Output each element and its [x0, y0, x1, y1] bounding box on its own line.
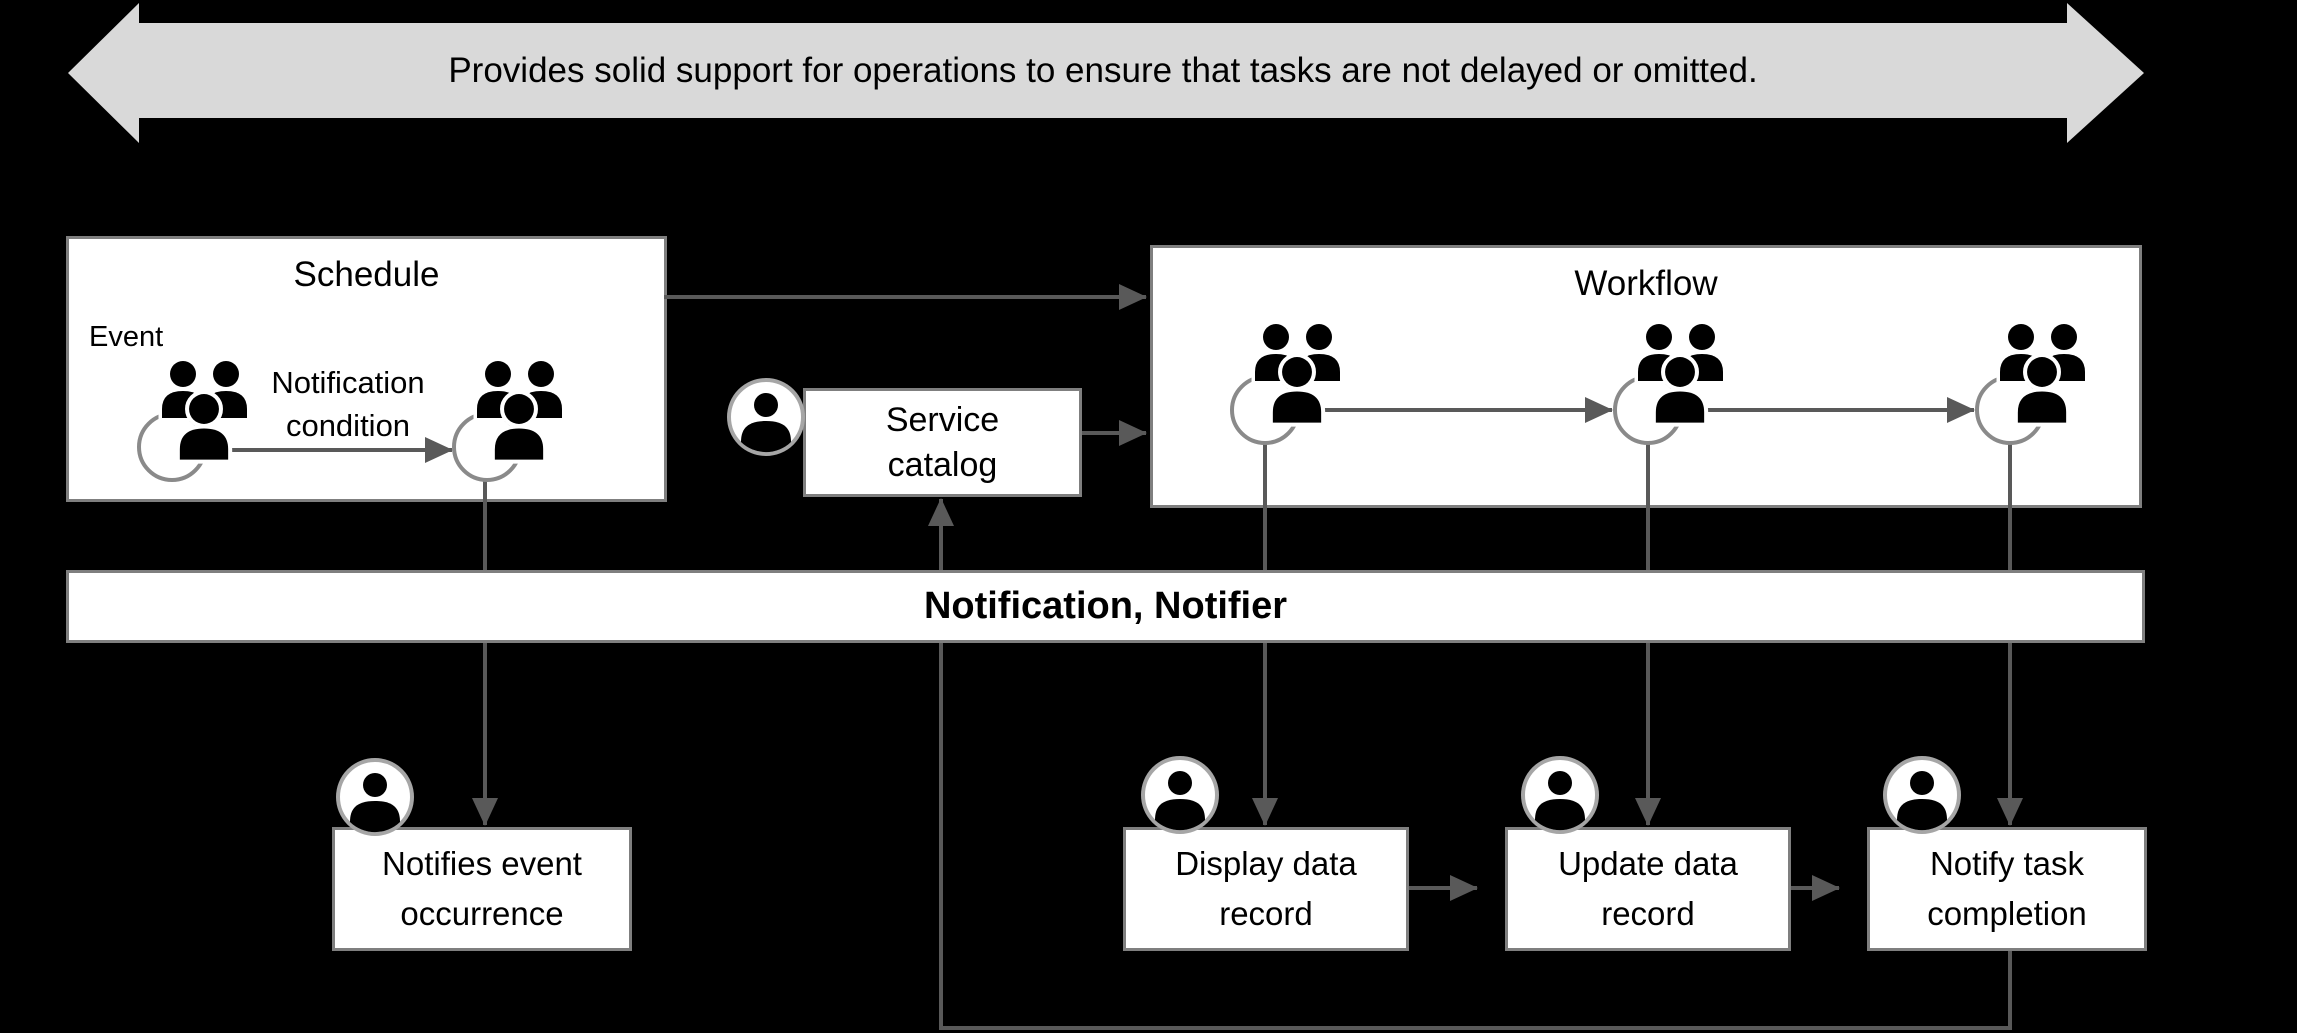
notification-bar-label: Notification, Notifier	[923, 585, 1288, 627]
notify-task-completion-box: Notify task completion	[1867, 827, 2147, 951]
update-data-line1: Update data	[1558, 845, 1738, 882]
update-data-person-icon	[1521, 756, 1599, 834]
event-label: Event	[89, 321, 164, 353]
notify-task-line2: completion	[1927, 895, 2087, 932]
service-catalog-person-icon	[727, 378, 805, 456]
notifies-event-occurrence-box: Notifies event occurrence	[332, 827, 632, 951]
notification-condition-line1: Notification	[271, 365, 425, 400]
notify-task-person-icon	[1883, 756, 1961, 834]
schedule-box: Schedule Event Notification condition	[66, 236, 667, 502]
update-data-record-box: Update data record	[1505, 827, 1791, 951]
notifies-event-line1: Notifies event	[382, 845, 582, 882]
display-data-line2: record	[1219, 895, 1313, 932]
service-catalog-box: Service catalog	[803, 388, 1082, 497]
workflow-title: Workflow	[1574, 264, 1718, 303]
notifies-event-person-icon	[336, 758, 414, 836]
display-data-record-box: Display data record	[1123, 827, 1409, 951]
notify-task-line1: Notify task	[1929, 845, 2085, 882]
service-catalog-line2: catalog	[887, 445, 998, 484]
workflow-box: Workflow	[1150, 245, 2142, 508]
notification-bar: Notification, Notifier	[66, 570, 2145, 643]
display-data-line1: Display data	[1175, 845, 1357, 882]
notifies-event-line2: occurrence	[400, 895, 564, 932]
banner-text: Provides solid support for operations to…	[448, 50, 1758, 90]
notification-condition-label: Notification condition	[203, 361, 493, 447]
service-catalog-line1: Service	[885, 400, 1000, 439]
schedule-title: Schedule	[293, 255, 440, 294]
notification-condition-line2: condition	[285, 408, 411, 443]
display-data-person-icon	[1141, 756, 1219, 834]
update-data-line2: record	[1601, 895, 1695, 932]
